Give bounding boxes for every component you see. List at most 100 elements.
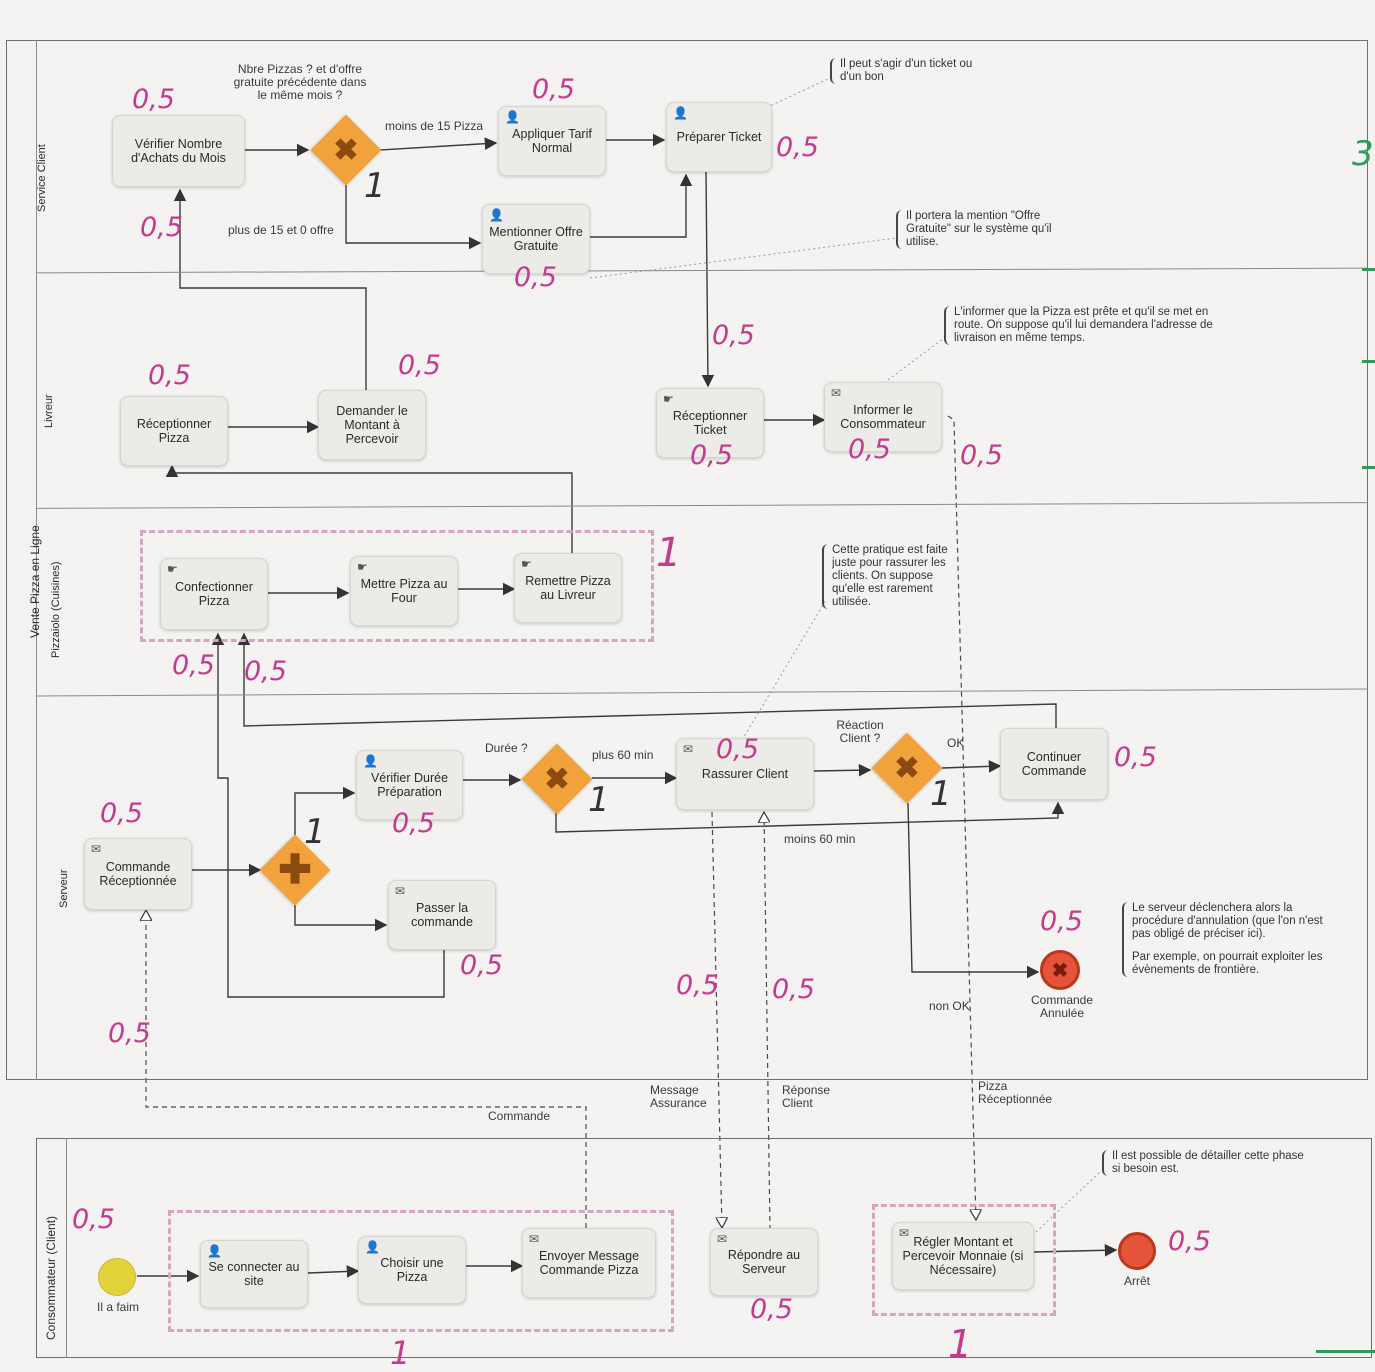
grade-mark: 3 — [1352, 134, 1374, 174]
user-icon: 👤 — [489, 208, 504, 222]
task-regler-montant[interactable]: ✉ Régler Montant et Percevoir Monnaie (s… — [892, 1222, 1034, 1290]
task-remettre-livreur[interactable]: ☛ Remettre Pizza au Livreur — [514, 553, 622, 623]
grade-mark: 0,5 — [140, 212, 183, 243]
task-label: Demander le Montant à Percevoir — [336, 404, 408, 446]
grade-mark: 0,5 — [100, 798, 143, 829]
task-label: Réceptionner Ticket — [672, 409, 748, 437]
msg-label-assurance: Message Assurance — [650, 1083, 707, 1110]
hand-icon: ☛ — [167, 562, 178, 576]
flow-label-plus15: plus de 15 et 0 offre — [228, 223, 334, 237]
end-event-annulee[interactable] — [1040, 950, 1080, 990]
hand-icon: ☛ — [357, 560, 368, 574]
task-mettre-four[interactable]: ☛ Mettre Pizza au Four — [350, 556, 458, 626]
task-label: Répondre au Serveur — [727, 1248, 801, 1276]
grade-mark: 1 — [948, 1322, 973, 1366]
task-confectionner-pizza[interactable]: ☛ Confectionner Pizza — [160, 558, 268, 630]
task-se-connecter[interactable]: 👤 Se connecter au site — [200, 1240, 308, 1308]
task-receptionner-ticket[interactable]: ☛ Réceptionner Ticket — [656, 388, 764, 458]
flow-remettre-recpizza — [165, 464, 573, 553]
task-mentionner-offre[interactable]: 👤 Mentionner Offre Gratuite — [482, 204, 590, 274]
msg-label-reponse: Réponse Client — [782, 1083, 831, 1110]
grade-mark: 0,5 — [172, 650, 215, 681]
pen-tick — [1316, 1350, 1375, 1353]
grade-mark: 0,5 — [1114, 742, 1157, 773]
grade-mark: 0,5 — [148, 360, 191, 391]
task-verifier-duree[interactable]: 👤 Vérifier Durée Préparation — [356, 750, 463, 820]
grade-mark: 0,5 — [776, 132, 819, 163]
lane-label-pizzaiolo: Pizzaiolo (Cuisines) — [50, 561, 62, 658]
x-icon: ✖ — [894, 751, 920, 785]
pool-label-main: Vente Pizza en Ligne — [28, 525, 42, 638]
flow-label-plus60: plus 60 min — [592, 748, 654, 762]
grade-mark: 0,5 — [676, 970, 719, 1001]
grade-mark: 1 — [656, 530, 682, 576]
task-passer-commande[interactable]: ✉ Passer la commande — [388, 880, 496, 950]
task-label: Appliquer Tarif Normal — [512, 127, 592, 155]
task-choisir-pizza[interactable]: 👤 Choisir une Pizza — [358, 1236, 466, 1304]
end-event-label: Commande Annulée — [1030, 993, 1094, 1020]
lane-label-service: Service Client — [36, 144, 48, 212]
gateway-question-duree: Durée ? — [485, 741, 528, 755]
hand-icon: ☛ — [663, 392, 674, 406]
pen-box-pizzaiolo — [140, 530, 654, 642]
task-label: Régler Montant et Percevoir Monnaie (si … — [902, 1235, 1024, 1277]
pen-tick — [1362, 268, 1375, 271]
grade-mark: 0,5 — [460, 950, 503, 981]
x-icon: ✖ — [1051, 959, 1069, 982]
flow-ticket-livreur — [701, 171, 715, 388]
task-label: Informer le Consommateur — [840, 403, 926, 431]
task-commande-receptionnee[interactable]: ✉ Commande Réceptionnée — [84, 838, 192, 910]
grade-mark: 0,5 — [690, 440, 733, 471]
grade-mark: 0,5 — [398, 350, 441, 381]
task-appliquer-tarif[interactable]: 👤 Appliquer Tarif Normal — [498, 106, 606, 176]
task-verifier-achats[interactable]: Vérifier Nombre d'Achats du Mois — [112, 115, 245, 187]
task-label: Commande Réceptionnée — [99, 860, 177, 888]
start-event-label: Il a faim — [96, 1300, 139, 1314]
msg-assurance — [711, 811, 722, 1228]
grade-mark: 0,5 — [108, 1018, 151, 1049]
msg-reponse — [764, 812, 771, 1231]
grade-mark: 1 — [930, 774, 952, 814]
grade-mark: 1 — [390, 1334, 411, 1372]
flow-label-moins60: moins 60 min — [784, 832, 856, 846]
user-icon: 👤 — [365, 1240, 380, 1254]
grade-mark: 0,5 — [244, 656, 287, 687]
grade-mark: 0,5 — [772, 974, 815, 1005]
task-continuer-commande[interactable]: Continuer Commande — [1000, 728, 1108, 800]
annotation-annulation: Le serveur déclenchera alors la procédur… — [1122, 902, 1342, 977]
task-repondre-serveur[interactable]: ✉ Répondre au Serveur — [710, 1228, 818, 1296]
grade-mark: 0,5 — [72, 1204, 115, 1235]
flow-montant-service — [173, 188, 367, 390]
annotation-ticket: Il peut s'agir d'un ticket ou d'un bon — [830, 58, 988, 84]
task-informer-consommateur[interactable]: ✉ Informer le Consommateur — [824, 382, 942, 452]
task-label: Passer la commande — [411, 901, 473, 929]
pen-tick — [1362, 466, 1375, 469]
pen-tick — [1362, 360, 1375, 363]
task-receptionner-pizza[interactable]: Réceptionner Pizza — [120, 396, 228, 466]
envelope-icon: ✉ — [91, 842, 102, 856]
start-event[interactable] — [98, 1258, 136, 1296]
task-rassurer-client[interactable]: ✉ Rassurer Client — [676, 738, 814, 810]
task-demander-montant[interactable]: Demander le Montant à Percevoir — [318, 390, 426, 460]
grade-mark: 0,5 — [848, 434, 891, 465]
envelope-icon: ✉ — [831, 386, 842, 400]
end-event-arret[interactable] — [1118, 1232, 1156, 1270]
flow-label-ok: OK — [947, 736, 965, 750]
user-icon: 👤 — [207, 1244, 222, 1258]
grade-mark: 0,5 — [1168, 1226, 1211, 1257]
task-label: Continuer Commande — [1021, 750, 1087, 778]
envelope-icon: ✉ — [717, 1232, 728, 1246]
pen-box-regler — [872, 1204, 1056, 1316]
gateway-question-reaction: Réaction Client ? — [836, 718, 884, 745]
flow-label-non-ok: non OK — [929, 999, 970, 1013]
grade-mark: 0,5 — [392, 808, 435, 839]
task-preparer-ticket[interactable]: 👤 Préparer Ticket — [666, 102, 772, 172]
pen-box-client-tasks — [168, 1210, 674, 1332]
x-icon: ✖ — [544, 762, 570, 796]
flow-passer-conf — [211, 632, 445, 998]
flow-regler-arret — [1033, 1243, 1118, 1257]
task-label: Confectionner Pizza — [175, 580, 253, 608]
task-envoyer-message[interactable]: ✉ Envoyer Message Commande Pizza — [522, 1228, 656, 1298]
user-icon: 👤 — [673, 106, 688, 120]
msg-commande — [146, 910, 587, 1228]
